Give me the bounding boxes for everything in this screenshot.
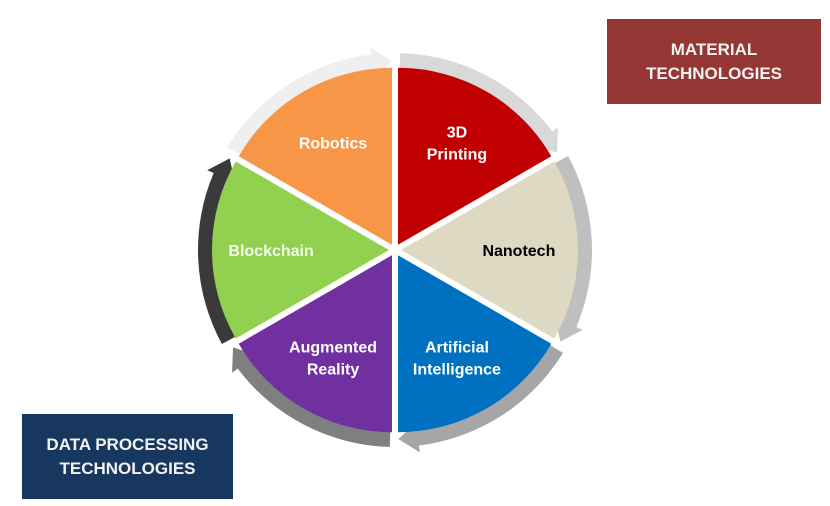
cycle-arrow-blockchain bbox=[198, 158, 236, 345]
segment-augmented-reality bbox=[238, 255, 392, 433]
segment-nanotech bbox=[401, 161, 578, 339]
cycle-arrow-nanotech bbox=[554, 155, 592, 342]
segment-label-3d-printing: Printing bbox=[427, 147, 487, 164]
segment-label-robotics: Robotics bbox=[299, 136, 368, 153]
data-processing-technologies-box: DATA PROCESSING TECHNOLOGIES bbox=[22, 414, 233, 499]
data-box-line1: DATA PROCESSING bbox=[46, 434, 209, 454]
segment-label-nanotech: Nanotech bbox=[482, 243, 555, 260]
material-box-line1: MATERIAL bbox=[670, 39, 758, 59]
data-box-line2: TECHNOLOGIES bbox=[59, 458, 196, 478]
segment-label-3d-printing: 3D bbox=[447, 125, 467, 142]
segment-label-augmented-reality: Reality bbox=[307, 361, 360, 378]
segment-label-blockchain: Blockchain bbox=[228, 243, 313, 260]
segment-artificial-intelligence bbox=[398, 255, 552, 433]
segment-robotics bbox=[238, 67, 392, 245]
material-technologies-box: MATERIAL TECHNOLOGIES bbox=[607, 19, 821, 104]
segment-label-augmented-reality: Augmented bbox=[289, 339, 377, 356]
segment-3d-printing bbox=[398, 67, 552, 245]
segment-blockchain bbox=[212, 161, 389, 339]
material-box-line2: TECHNOLOGIES bbox=[645, 63, 782, 83]
segment-label-artificial-intelligence: Intelligence bbox=[413, 361, 501, 378]
segment-label-artificial-intelligence: Artificial bbox=[425, 339, 489, 356]
